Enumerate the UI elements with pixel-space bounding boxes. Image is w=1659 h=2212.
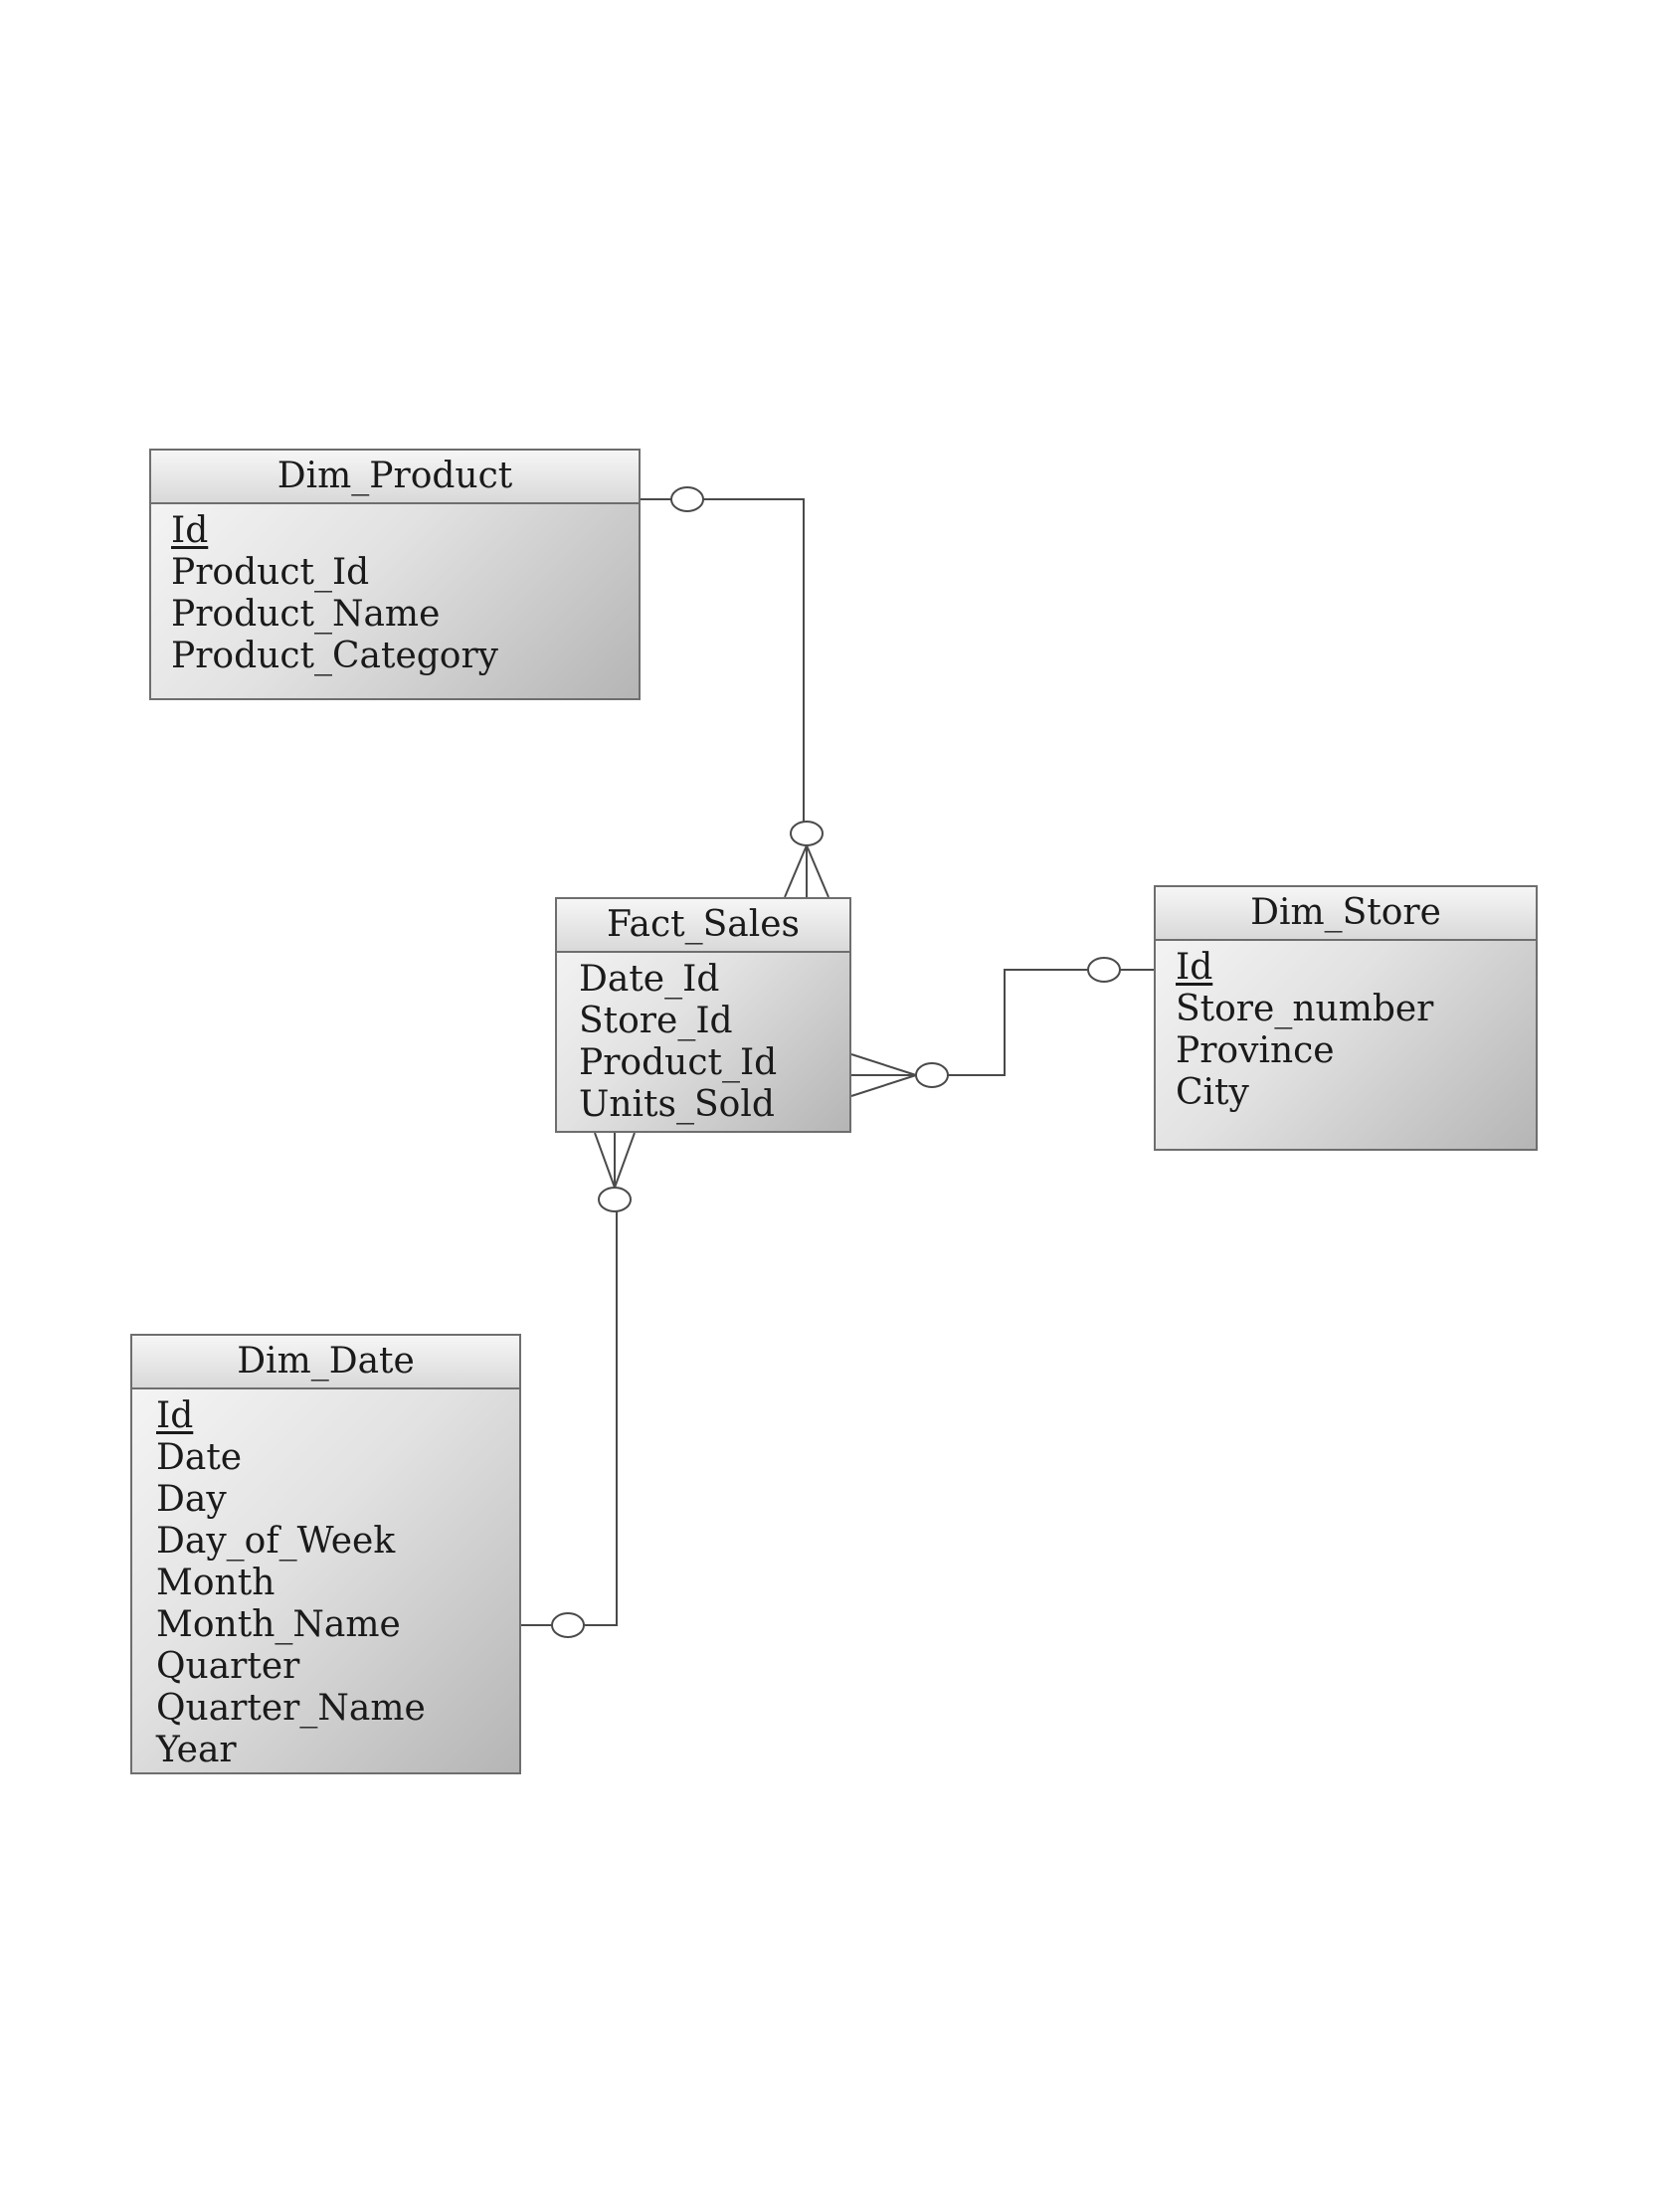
zero-optional-marker-product-end bbox=[670, 486, 704, 512]
entity-attributes: Id Store_number Province City bbox=[1156, 941, 1536, 1122]
connector-store-sales bbox=[948, 969, 1154, 1076]
entity-dim-product[interactable]: Dim_Product Id Product_Id Product_Name P… bbox=[149, 449, 641, 700]
entity-dim-store[interactable]: Dim_Store Id Store_number Province City bbox=[1154, 885, 1538, 1151]
zero-optional-marker-date-end bbox=[551, 1612, 585, 1638]
crowfoot-sales-bottom bbox=[594, 1132, 636, 1189]
attribute: Date_Id bbox=[579, 959, 720, 1000]
attribute: Province bbox=[1176, 1030, 1335, 1071]
entity-fact-sales[interactable]: Fact_Sales Date_Id Store_Id Product_Id U… bbox=[555, 897, 851, 1133]
attribute: Product_Category bbox=[171, 636, 499, 676]
entity-attributes: Date_Id Store_Id Product_Id Units_Sold bbox=[557, 953, 849, 1134]
zero-optional-marker-store-end bbox=[1087, 957, 1121, 983]
attribute: Store_number bbox=[1176, 989, 1434, 1029]
attribute: Month_Name bbox=[156, 1604, 401, 1645]
entity-title: Fact_Sales bbox=[557, 899, 849, 953]
primary-key-attribute: Id bbox=[156, 1395, 194, 1436]
attribute: Quarter bbox=[156, 1646, 300, 1687]
attribute: Day bbox=[156, 1479, 227, 1520]
attribute: Product_Name bbox=[171, 594, 441, 635]
attribute: Product_Id bbox=[579, 1042, 778, 1083]
attribute: Quarter_Name bbox=[156, 1688, 426, 1729]
entity-title: Dim_Product bbox=[151, 451, 639, 504]
primary-key-attribute: Id bbox=[1176, 947, 1213, 988]
attribute: Year bbox=[156, 1730, 237, 1770]
crowfoot-sales-right bbox=[850, 1053, 917, 1097]
primary-key-attribute: Id bbox=[171, 510, 209, 551]
zero-optional-marker-sales-top bbox=[790, 821, 824, 846]
attribute: Date bbox=[156, 1437, 243, 1478]
entity-attributes: Id Product_Id Product_Name Product_Categ… bbox=[151, 504, 639, 685]
attribute: Units_Sold bbox=[579, 1084, 775, 1125]
entity-title: Dim_Store bbox=[1156, 887, 1536, 941]
crowfoot-sales-top bbox=[784, 844, 830, 898]
zero-optional-marker-sales-bottom bbox=[598, 1187, 632, 1212]
entity-title: Dim_Date bbox=[132, 1336, 519, 1389]
connector-date-sales bbox=[521, 1211, 618, 1626]
attribute: Day_of_Week bbox=[156, 1521, 396, 1562]
attribute: City bbox=[1176, 1072, 1249, 1113]
entity-dim-date[interactable]: Dim_Date Id Date Day Day_of_Week Month M… bbox=[130, 1334, 521, 1774]
connector-product-sales bbox=[641, 498, 805, 822]
entity-attributes: Id Date Day Day_of_Week Month Month_Name… bbox=[132, 1389, 519, 1779]
attribute: Product_Id bbox=[171, 552, 370, 593]
zero-optional-marker-sales-right bbox=[915, 1062, 949, 1088]
attribute: Store_Id bbox=[579, 1001, 733, 1041]
attribute: Month bbox=[156, 1563, 276, 1603]
